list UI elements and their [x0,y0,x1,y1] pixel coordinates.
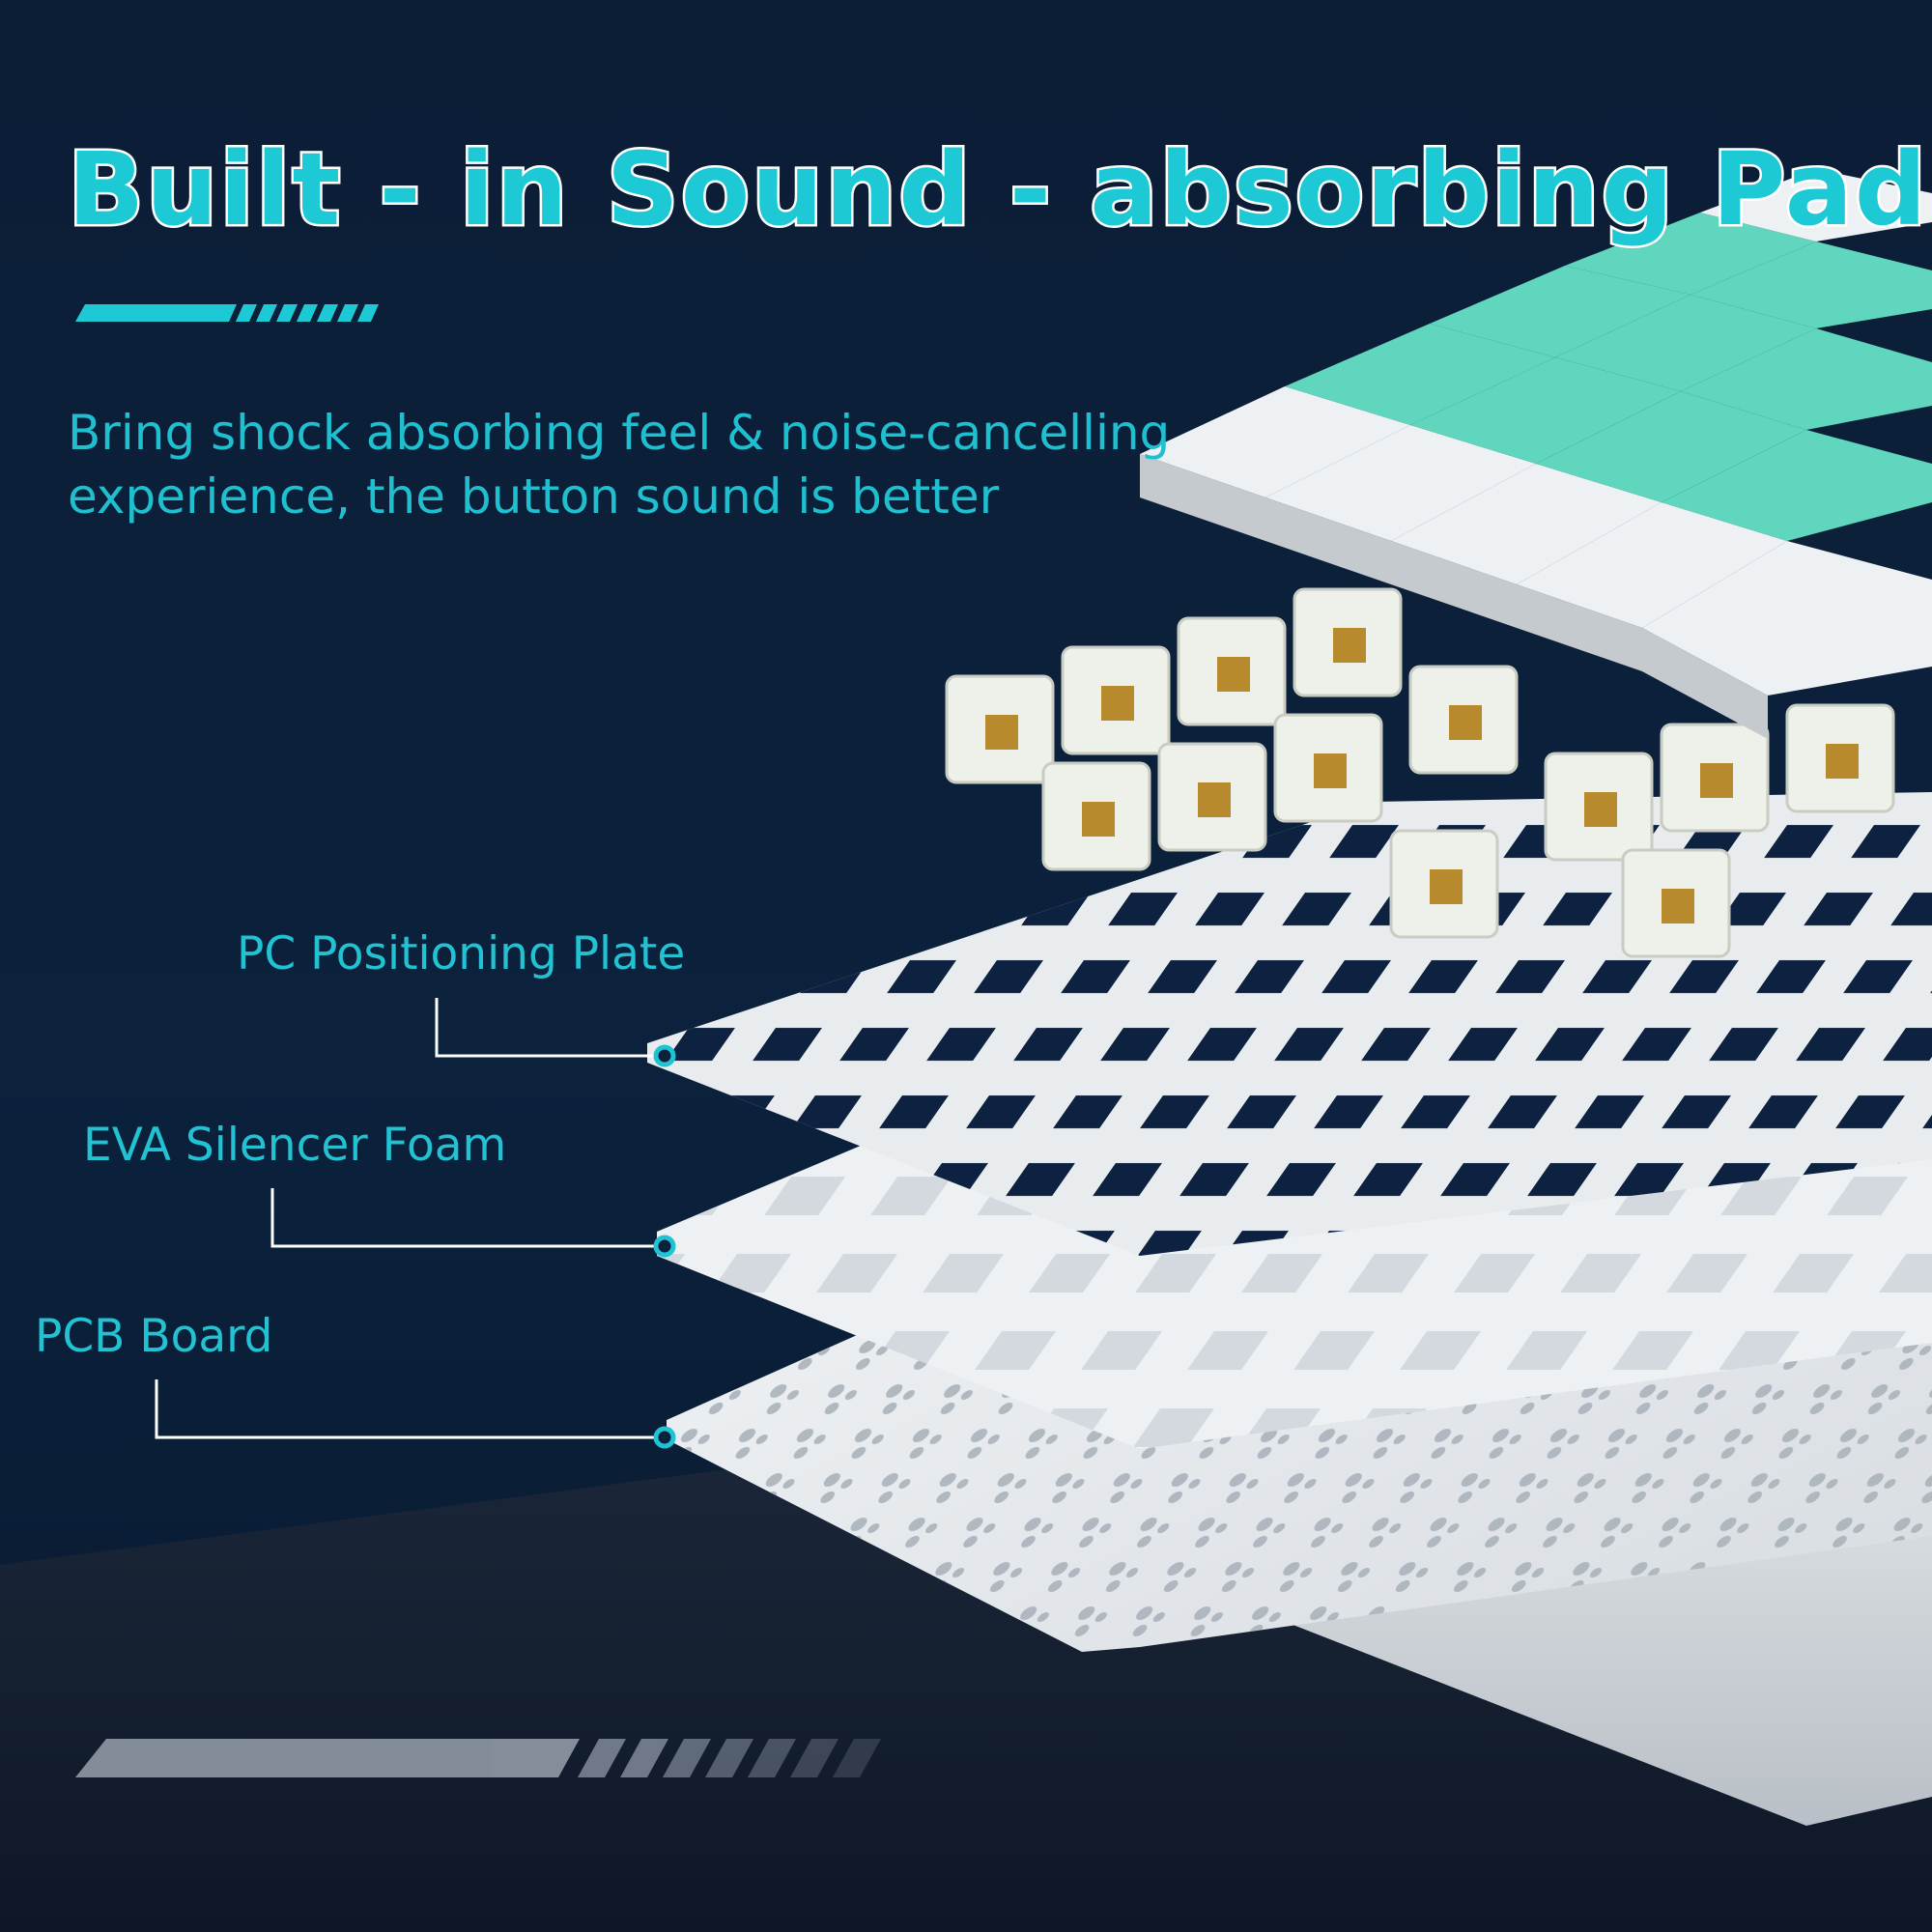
headline: Built - in Sound - absorbing Pad [65,128,1929,251]
label-pc-positioning-plate: PC Positioning Plate [237,927,686,980]
description: Bring shock absorbing feel & noise-cance… [68,401,1179,528]
callout-dot-pc-plate [653,1044,676,1067]
accent-stripe-bottom [75,1739,881,1777]
callout-dot-pcb [653,1426,676,1449]
label-eva-silencer-foam: EVA Silencer Foam [83,1119,507,1172]
callout-lines [155,998,665,1439]
keycaps [1140,169,1932,739]
pc-positioning-plate [647,792,1932,1256]
mechanical-switches [945,587,1895,958]
accent-stripe-top [75,304,379,322]
callout-dot-eva-foam [653,1235,676,1258]
label-pcb-board: PCB Board [35,1310,273,1363]
description-line-1: Bring shock absorbing feel & noise-cance… [68,405,1171,461]
description-line-2: experience, the button sound is better [68,469,1000,525]
